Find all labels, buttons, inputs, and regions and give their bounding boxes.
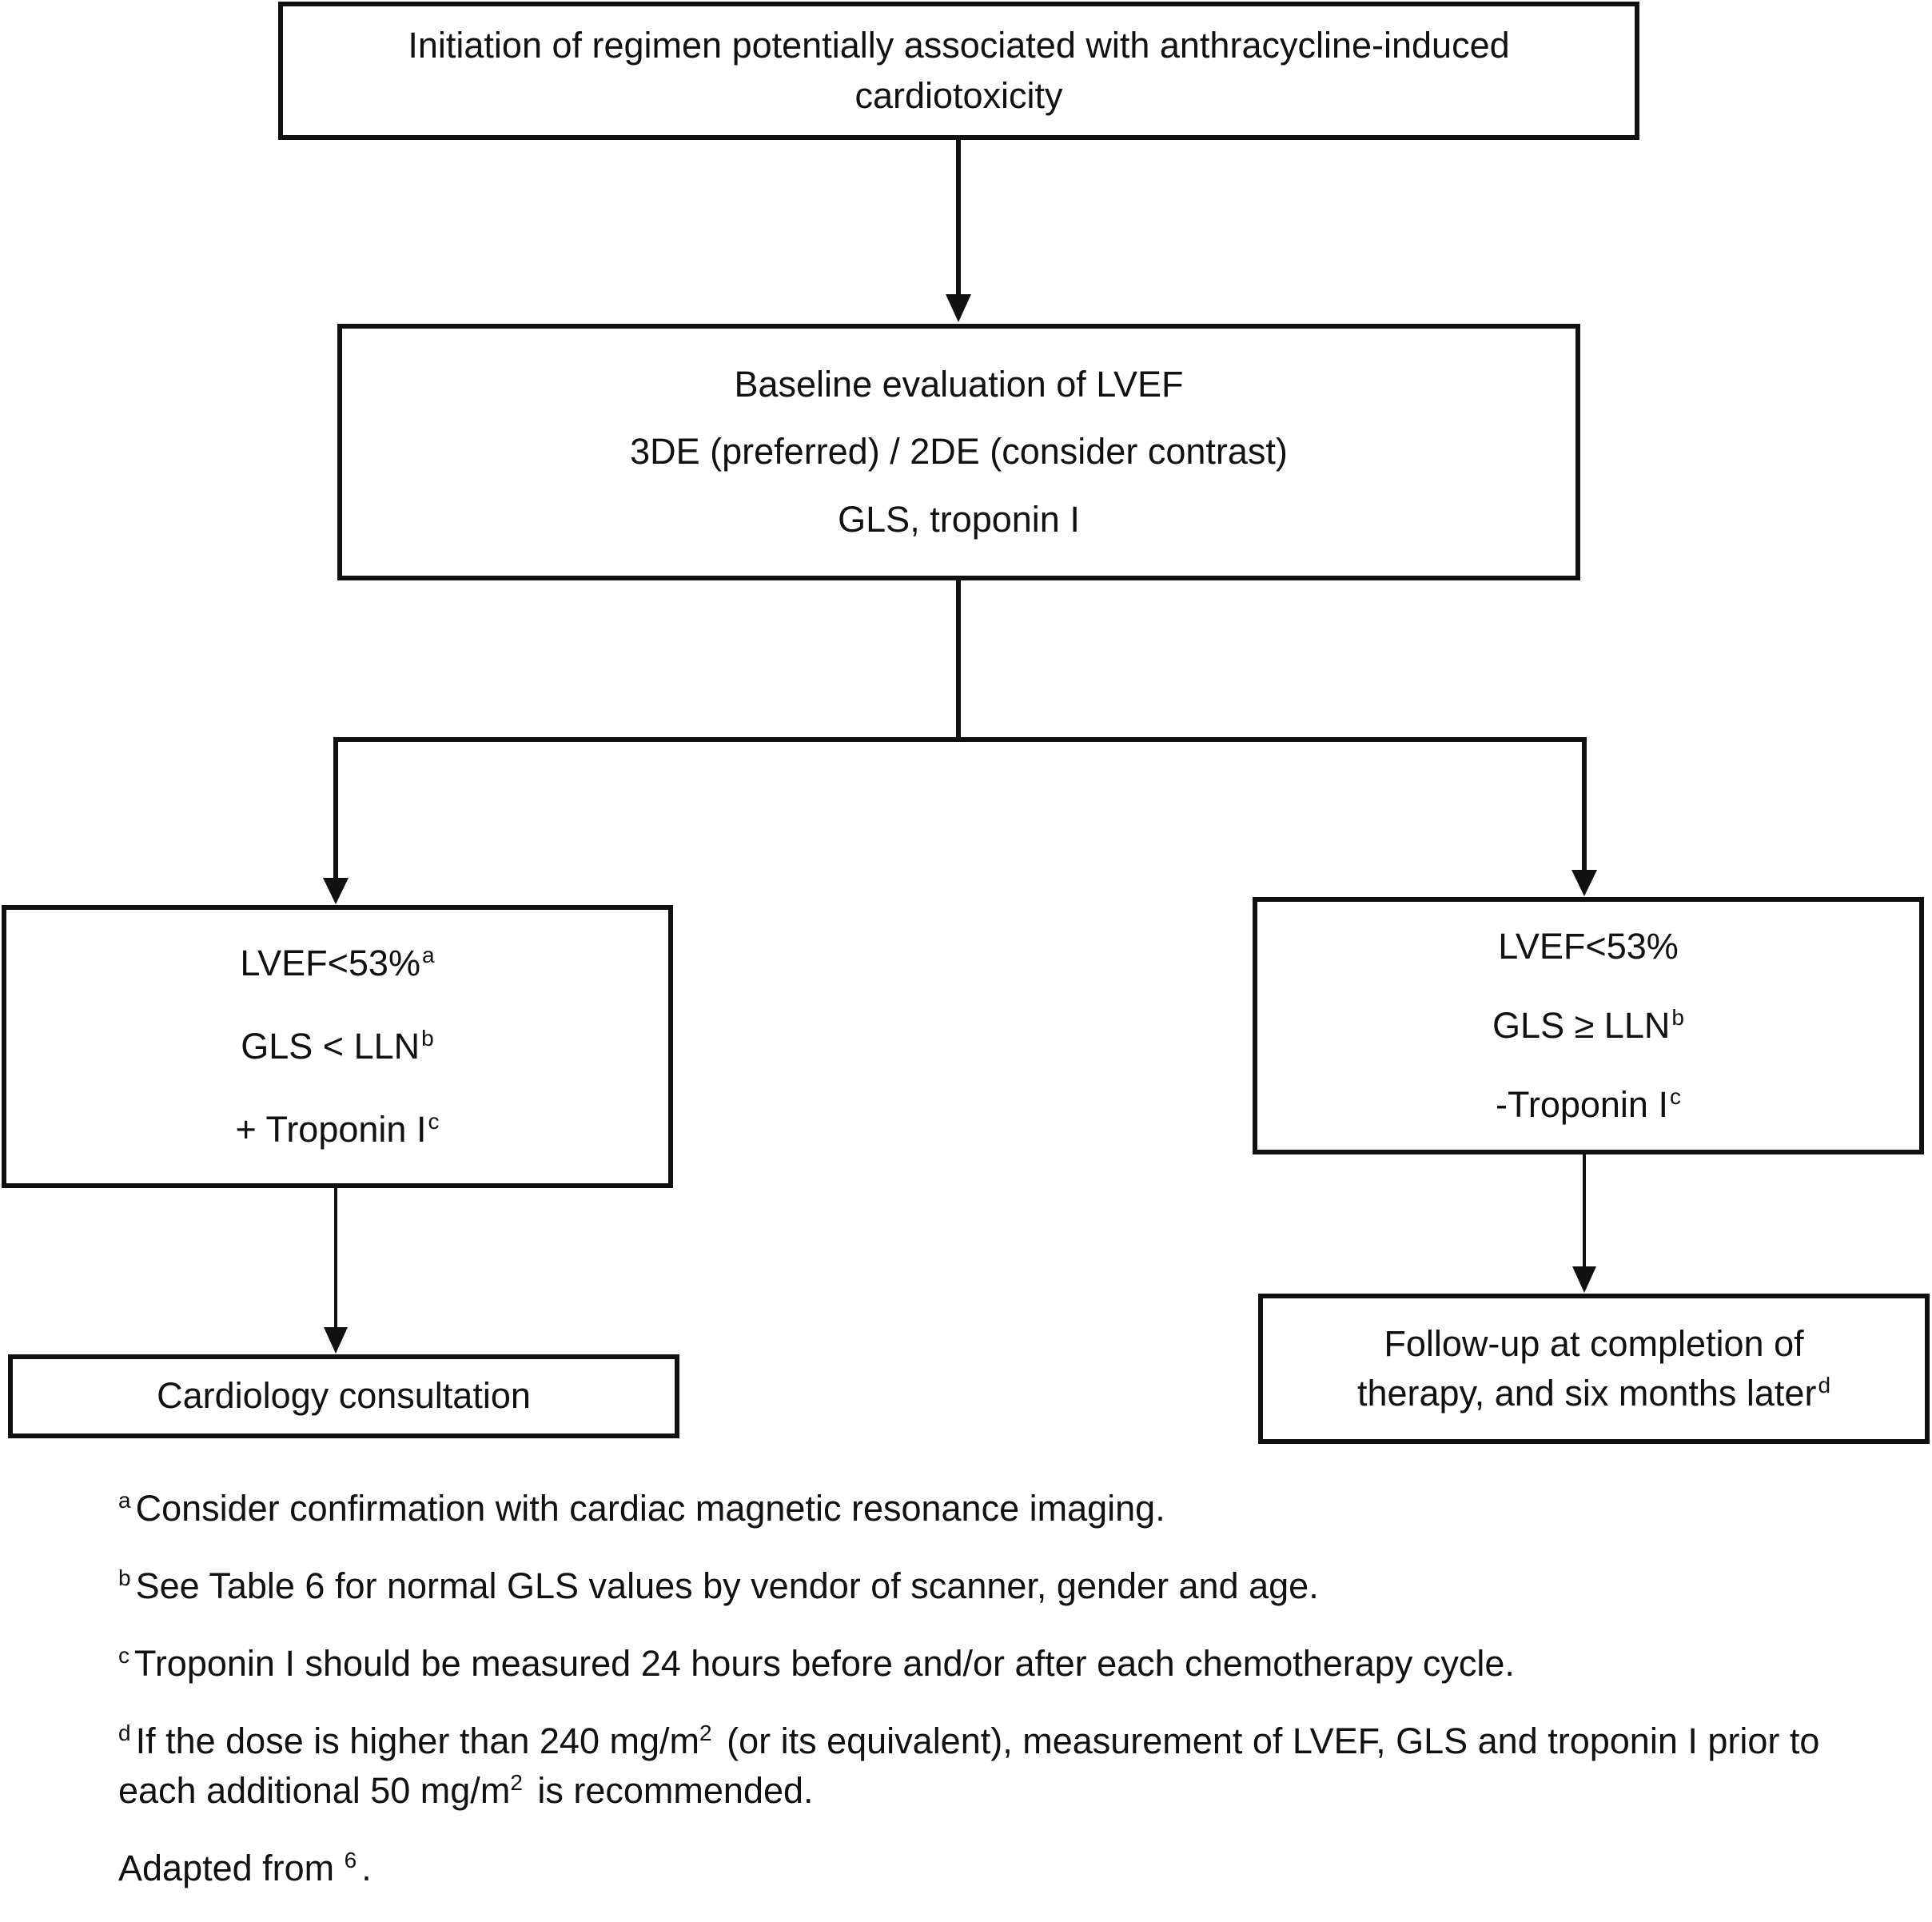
baseline-evaluation-box: Baseline evaluation of LVEF 3DE (preferr…	[337, 324, 1580, 580]
footnote-b-mark: b	[118, 1565, 131, 1591]
left-criteria-gls: GLS < LLN	[241, 1025, 420, 1067]
follow-up-box: Follow-up at completion of therapy, and …	[1258, 1294, 1930, 1444]
follow-up-line-2: therapy, and six months laterd	[1357, 1369, 1830, 1418]
cardiology-consultation-text: Cardiology consultation	[157, 1375, 531, 1417]
footnote-d-sup-2: 2	[510, 1770, 523, 1796]
initiation-box: Initiation of regimen potentially associ…	[278, 2, 1639, 140]
arrowhead-right-criteria	[1571, 870, 1597, 896]
footnote-mark-b: b	[421, 1025, 434, 1051]
right-criteria-gls: GLS ≥ LLN	[1492, 1004, 1671, 1046]
left-criteria-line-3: + Troponin Ic	[236, 1105, 440, 1154]
footnote-a-text: Consider confirmation with cardiac magne…	[135, 1488, 1165, 1529]
footnote-d-text-3: is recommended.	[527, 1770, 814, 1812]
arrowhead-left-criteria	[323, 878, 349, 904]
footnote-c-text: Troponin I should be measured 24 hours b…	[134, 1643, 1515, 1685]
right-criteria-line-3: -Troponin Ic	[1496, 1080, 1681, 1130]
source-text: Adapted from	[118, 1848, 345, 1889]
left-criteria-line-1: LVEF<53%a	[240, 939, 434, 988]
footnote-d-text-1: If the dose is higher than 240 mg/m	[135, 1721, 699, 1762]
footnote-d-text-2: (or its equivalent), measurement of LVEF…	[118, 1721, 1820, 1812]
baseline-line-3: GLS, troponin I	[838, 498, 1080, 540]
footnote-c-mark: c	[118, 1643, 129, 1669]
left-criteria-line-2: GLS < LLNb	[241, 1022, 433, 1071]
follow-up-line-1: Follow-up at completion of	[1384, 1322, 1804, 1364]
footnote-mark-b: b	[1671, 1004, 1684, 1030]
initiation-text: Initiation of regimen potentially associ…	[408, 25, 1510, 116]
right-criteria-troponin: -Troponin I	[1496, 1084, 1668, 1126]
right-criteria-box: LVEF<53% GLS ≥ LLNb -Troponin Ic	[1253, 897, 1924, 1154]
arrowhead-baseline	[946, 294, 971, 322]
footnote-d-mark: d	[118, 1721, 131, 1746]
cardiology-consultation-box: Cardiology consultation	[8, 1354, 679, 1438]
left-criteria-box: LVEF<53%a GLS < LLNb + Troponin Ic	[2, 905, 673, 1188]
left-criteria-lvef: LVEF<53%	[240, 942, 420, 983]
footnote-a-mark: a	[118, 1488, 131, 1513]
footnote-mark-a: a	[421, 942, 435, 967]
baseline-line-1: Baseline evaluation of LVEF	[734, 364, 1184, 405]
footnote-mark-c: c	[1669, 1084, 1681, 1110]
follow-up-text: therapy, and six months later	[1356, 1373, 1817, 1414]
left-criteria-troponin: + Troponin I	[235, 1109, 427, 1150]
footnote-mark-c: c	[428, 1109, 440, 1134]
footnote-b-text: See Table 6 for normal GLS values by ven…	[135, 1565, 1319, 1607]
baseline-line-2: 3DE (preferred) / 2DE (consider contrast…	[630, 431, 1288, 473]
arrowhead-follow-up	[1572, 1266, 1596, 1293]
arrowhead-consultation	[324, 1327, 348, 1354]
right-criteria-line-2: GLS ≥ LLNb	[1492, 1001, 1684, 1051]
source-tail: .	[361, 1848, 372, 1889]
source-reference-mark: 6	[344, 1848, 357, 1873]
footnote-d-sup-1: 2	[699, 1721, 712, 1746]
footnote-mark-d: d	[1818, 1373, 1831, 1398]
source-note: Adapted from 6.	[118, 1844, 1861, 1893]
right-criteria-lvef: LVEF<53%	[1498, 925, 1679, 967]
